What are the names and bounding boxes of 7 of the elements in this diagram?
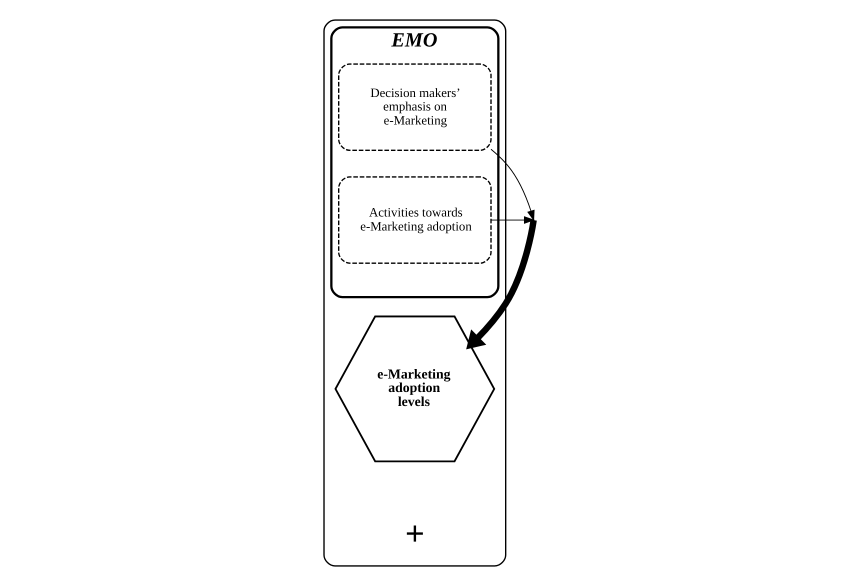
label: + [404,514,424,552]
node-box: Activities towards e-Marketing adoption [338,176,492,264]
arrow [466,210,536,350]
arrow [490,148,534,222]
cluster [322,19,506,567]
arrow [490,216,534,224]
node-box: Decision makers’ emphasis on e-Marketing [338,63,492,151]
